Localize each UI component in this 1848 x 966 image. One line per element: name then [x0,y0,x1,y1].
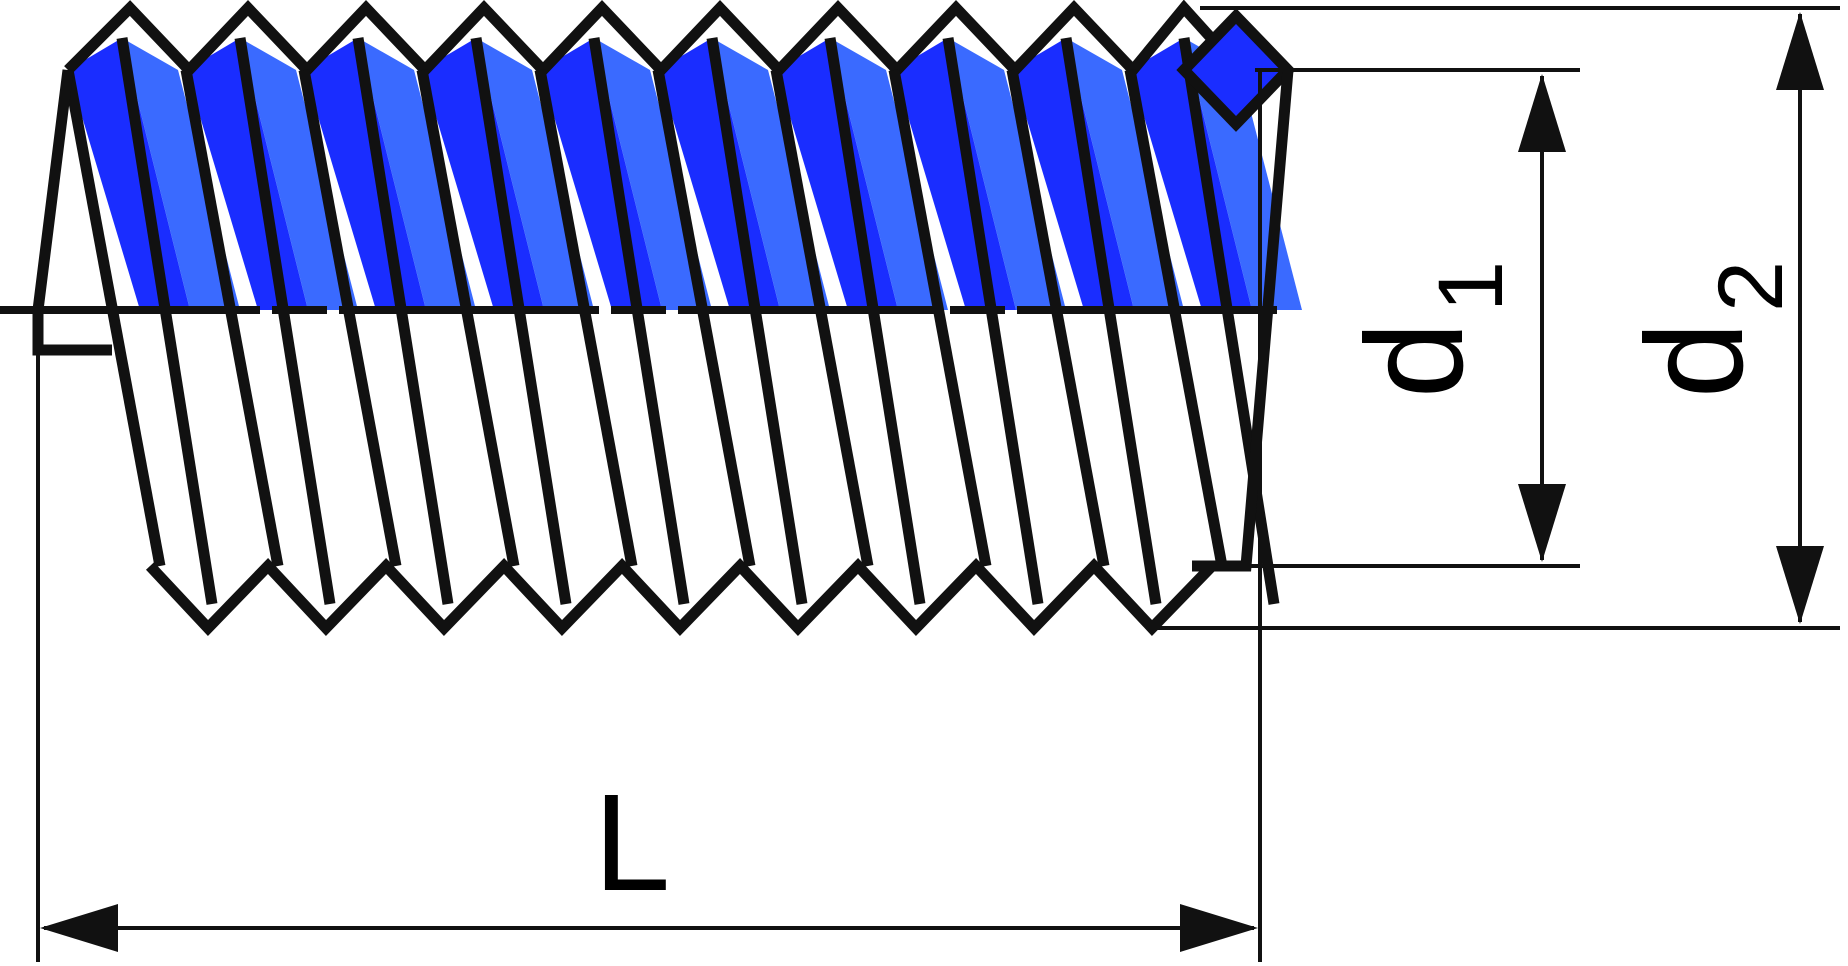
coil-turn-front [652,68,756,568]
d1-bottom-arrow [1518,484,1566,562]
coil-turn-back [234,37,336,605]
thread-turn-fill-light [948,38,1066,310]
d1-label-main: d [1338,322,1492,399]
thread-coil-outline [32,0,1296,636]
l-right-arrow [1180,904,1258,952]
d2-top-arrow [1776,12,1824,90]
d2-label-main: d [1618,322,1772,399]
l-left-arrow [40,904,118,952]
thread-coil-fill [68,38,1302,310]
coil-turn-back [942,37,1044,605]
coil-turn-back [1060,37,1162,605]
thread-turn-fill-light [712,38,830,310]
dimension-lines [36,6,1840,962]
d2-label-sub: 2 [1700,261,1802,312]
thread-turn-fill-light [358,38,476,310]
arrowheads [40,12,1824,952]
thread-turn-fill-light [830,38,948,310]
d1-label-sub: 1 [1420,261,1522,312]
coil-turn-back [588,37,690,605]
coil-turn-front [770,68,874,568]
coil-turn-front [888,68,992,568]
thread-turn-fill-light [240,38,358,310]
coil-turn-back [706,37,808,605]
coil-turn-front [62,68,166,568]
d2-label: d 2 [1618,261,1802,399]
d2-bottom-arrow [1776,546,1824,624]
coil-turn-back [470,37,572,605]
coil-turn-back [116,37,218,605]
coil-turn-front [180,68,284,568]
coil-turn-front [1006,68,1110,568]
thread-turn-fill-light [476,38,594,310]
coil-turn-back [352,37,454,605]
length-label: L [594,766,671,920]
coil-turn-front [534,68,638,568]
coil-turn-back [824,37,926,605]
thread-turn-fill-light [594,38,712,310]
coil-turn-front [416,68,520,568]
d1-label: d 1 [1338,261,1522,399]
coil-turn-front [1124,68,1228,568]
coil-turn-front [298,68,402,568]
thread-turn-fill-light [122,38,240,310]
thread-turn-fill-light [1066,38,1184,310]
thread-bottom-profile [145,558,1216,636]
d1-top-arrow [1518,74,1566,152]
